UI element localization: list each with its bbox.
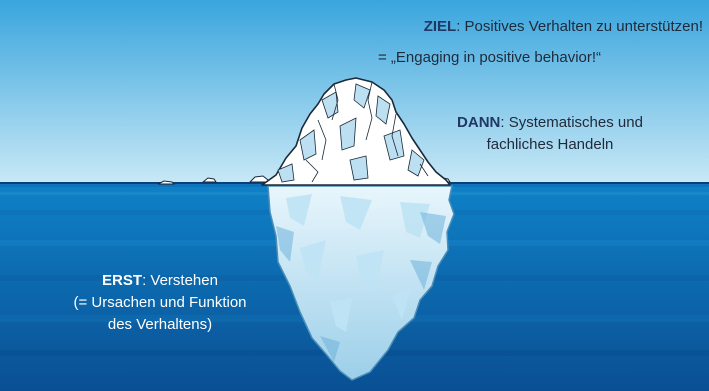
iceberg-underwater — [267, 185, 455, 381]
then-text: : Systematisches und — [500, 114, 643, 131]
then-keyword: DANN — [457, 114, 501, 131]
iceberg-underwater-shadows — [276, 212, 446, 362]
then-label: DANN: Systematisches und fachliches Hand… — [400, 112, 700, 156]
first-text-line2: (= Ursachen und Funktion — [73, 294, 247, 311]
goal-text: : Positives Verhalten zu unterstützen! — [456, 18, 703, 35]
first-keyword: ERST — [102, 272, 143, 289]
goal-keyword: ZIEL — [423, 18, 457, 35]
iceberg-tip-shading — [277, 83, 425, 183]
iceberg-underwater-facets — [286, 194, 430, 332]
first-text: : Verstehen — [142, 272, 218, 289]
then-text-line2: fachliches Handeln — [486, 136, 614, 153]
engaging-text: = „Engaging in positive behavior!“ — [378, 49, 602, 66]
iceberg-tip-cracks — [305, 81, 429, 183]
first-label: ERST: Verstehen (= Ursachen und Funktion… — [40, 270, 280, 336]
first-text-line3: des Verhaltens) — [107, 316, 213, 333]
